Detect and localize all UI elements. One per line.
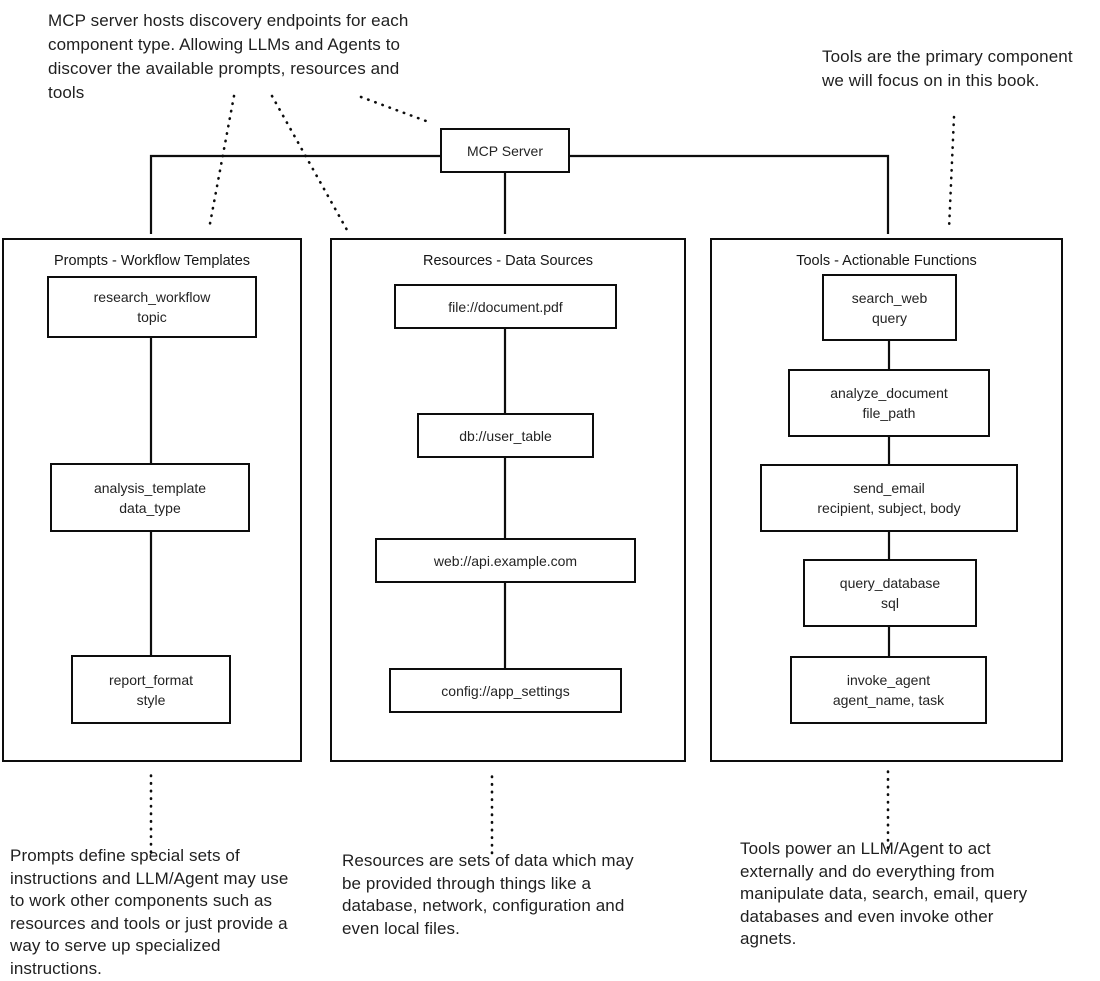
node-name: web://api.example.com — [433, 552, 578, 569]
node-params: data_type — [119, 499, 181, 516]
annotation-line: discover the available prompts, resource… — [48, 59, 400, 78]
annotation-line: externally and do everything from — [740, 861, 995, 881]
annotation-line: even local files. — [342, 918, 460, 938]
node-report-format: report_format style — [71, 655, 231, 724]
node-name: invoke_agent — [846, 672, 931, 688]
annotation-line: to work other components such as — [10, 891, 273, 910]
node-name: send_email — [853, 480, 925, 496]
node-name: analysis_template — [93, 479, 207, 496]
dotted-arrow-discovery-to-resources — [270, 94, 349, 232]
annotation-line: databases and even invoke other — [740, 906, 994, 926]
dotted-arrow-focus-to-tools — [947, 115, 956, 231]
node-params: topic — [137, 309, 167, 325]
annotation-discovery: MCP server hosts discovery endpoints for… — [48, 9, 408, 105]
annotation-line: tools — [48, 83, 85, 102]
node-name: report_format — [108, 671, 194, 688]
connector-server-to-tools — [570, 154, 890, 234]
node-params: sql — [881, 595, 899, 611]
node-invoke-agent: invoke_agent agent_name, task — [790, 656, 987, 724]
annotation-line: Tools power an LLM/Agent to act — [740, 839, 991, 858]
annotation-line: be provided through things like a — [342, 873, 592, 893]
annotation-line: instructions and LLM/Agent may use — [10, 868, 289, 888]
annotation-line: resources and tools or just provide a — [10, 913, 288, 933]
connector-server-to-prompts — [149, 154, 440, 234]
annotation-line: we will focus on in this book. — [822, 71, 1040, 90]
tools-column-frame — [710, 238, 1063, 762]
annotation-line: Resources are sets of data which may — [342, 851, 634, 870]
node-name: config://app_settings — [441, 682, 570, 699]
resources-column-frame — [330, 238, 686, 762]
annotation-line: component type. Allowing LLMs and Agents… — [48, 35, 401, 54]
node-file-document: file://document.pdf — [394, 284, 617, 329]
mcp-server-label: MCP Server — [467, 142, 543, 159]
annotation-line: Prompts define special sets of — [10, 846, 240, 865]
node-config-app-settings: config://app_settings — [389, 668, 622, 713]
node-name: search_web — [851, 289, 928, 306]
annotation-line: MCP server hosts discovery endpoints for… — [48, 11, 409, 30]
prompts-column-frame — [2, 238, 302, 762]
annotation-line: manipulate data, search, email, query — [740, 884, 1028, 903]
node-name: db://user_table — [459, 427, 552, 444]
node-send-email: send_email recipient, subject, body — [760, 464, 1018, 532]
annotation-prompts-note: Prompts define special sets of instructi… — [10, 845, 288, 980]
node-params: recipient, subject, body — [817, 500, 961, 516]
annotation-line: way to serve up specialized — [10, 936, 221, 955]
annotation-line: instructions. — [10, 958, 103, 978]
node-params: file_path — [862, 405, 916, 421]
annotation-tools-focus: Tools are the primary component we will … — [822, 45, 1073, 93]
mcp-server-node: MCP Server — [440, 128, 570, 173]
node-research-workflow: research_workflow topic — [47, 276, 257, 338]
resources-column-title: Resources - Data Sources — [422, 253, 594, 269]
node-name: query_database — [839, 575, 941, 591]
node-name: analyze_document — [830, 385, 948, 401]
annotation-resources-note: Resources are sets of data which may be … — [342, 850, 634, 940]
node-db-user-table: db://user_table — [417, 413, 594, 458]
node-analyze-document: analyze_document file_path — [788, 369, 990, 437]
annotation-line: Tools are the primary component — [822, 47, 1073, 66]
node-params: query — [871, 309, 908, 326]
annotation-line: agnets. — [740, 929, 797, 948]
tools-column-title: Tools - Actionable Functions — [796, 253, 977, 269]
annotation-line: database, network, configuration and — [342, 896, 625, 915]
dotted-arrow-discovery-to-prompts — [207, 94, 236, 231]
node-query-database: query_database sql — [803, 559, 977, 627]
node-name: file://document.pdf — [448, 298, 563, 315]
node-analysis-template: analysis_template data_type — [50, 463, 250, 532]
node-params: style — [136, 691, 166, 708]
annotation-tools-note: Tools power an LLM/Agent to act external… — [740, 838, 1027, 951]
node-web-api: web://api.example.com — [375, 538, 636, 583]
node-search-web: search_web query — [822, 274, 957, 341]
node-params: agent_name, task — [832, 692, 945, 708]
prompts-column-title: Prompts - Workflow Templates — [53, 253, 251, 269]
node-name: research_workflow — [93, 289, 211, 305]
